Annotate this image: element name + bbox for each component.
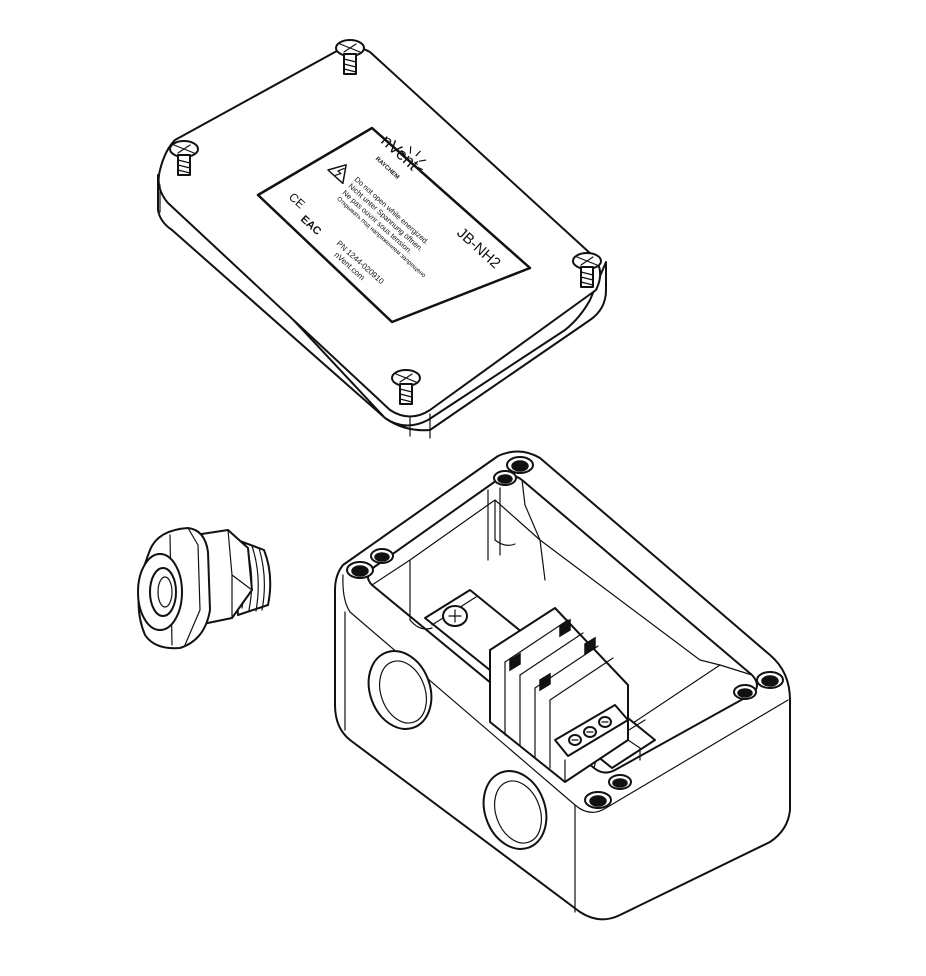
cable-entry-hole-lower xyxy=(482,770,548,850)
cable-entry-hole-upper xyxy=(367,650,433,730)
high-voltage-warning-icon xyxy=(327,164,347,185)
lid-screw-bottom xyxy=(391,369,421,405)
lid-screw-top xyxy=(335,39,365,75)
lid-side-wall xyxy=(157,174,607,432)
brand-burst-icon xyxy=(401,146,427,171)
terminal-block xyxy=(489,607,641,783)
lid-screw-left xyxy=(169,140,199,176)
ground-screw xyxy=(442,605,468,627)
cable-gland xyxy=(137,527,272,650)
enclosure-base xyxy=(334,450,791,921)
base-screw-hole-right xyxy=(733,671,784,700)
lid-screw-right xyxy=(572,252,602,288)
base-screw-hole-bottom xyxy=(584,774,632,809)
enclosure-lid: nVent RAYCHEM Do not open while energize… xyxy=(157,39,607,439)
base-screw-hole-left xyxy=(346,548,394,579)
base-screw-hole-top xyxy=(493,456,534,486)
